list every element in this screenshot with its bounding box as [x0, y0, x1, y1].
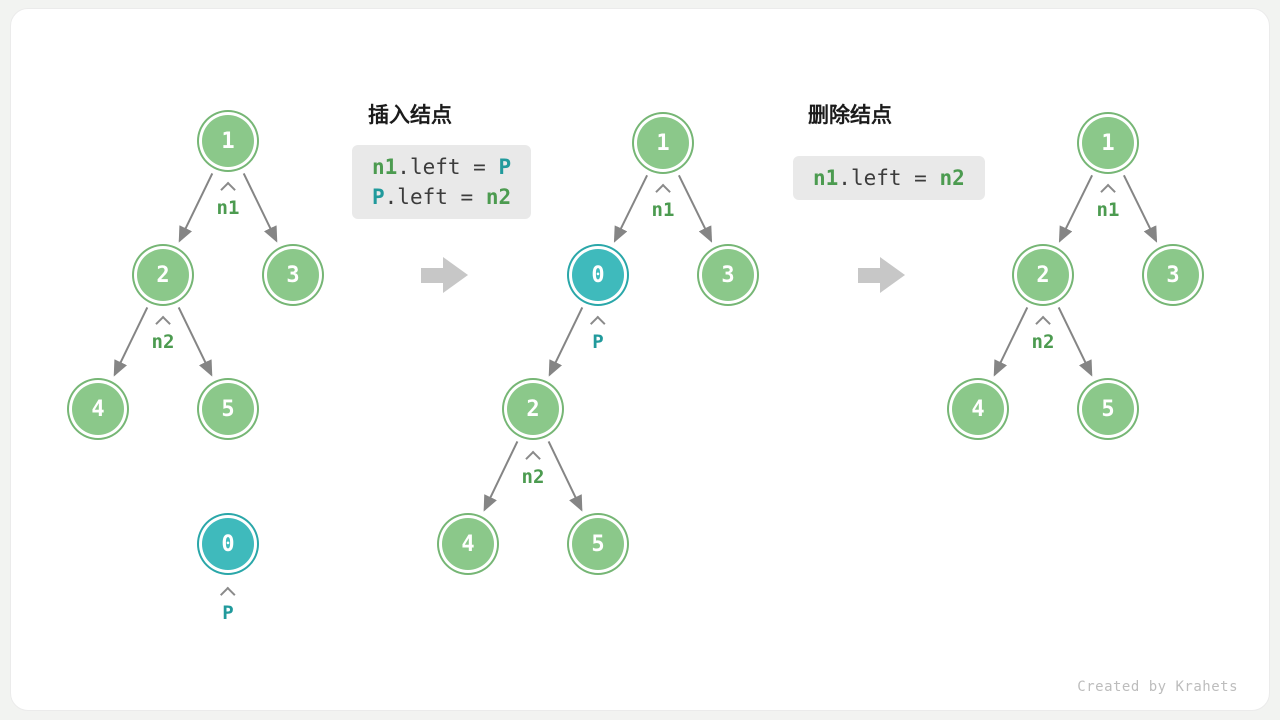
before-node-2: 2 — [137, 249, 189, 301]
code-token-n2: n2 — [485, 185, 512, 209]
up-caret-icon — [590, 315, 606, 332]
delete-code-box: n1.left = n2 — [793, 156, 985, 200]
node-value: 5 — [1101, 396, 1115, 422]
node-value: 2 — [156, 262, 170, 288]
pointer-n2-label: n2 — [521, 466, 545, 488]
code-token-p: P — [498, 155, 512, 179]
up-caret-icon — [155, 315, 171, 332]
code-token-n1: n1 — [813, 166, 839, 190]
node-value: 1 — [1101, 130, 1115, 156]
node-value: 5 — [221, 396, 235, 422]
insert-node-2: 2 — [507, 383, 559, 435]
code-line-insert-1: n1.left = P — [372, 152, 511, 182]
delete-node-1: 1 — [1082, 117, 1134, 169]
node-value: 3 — [1166, 262, 1180, 288]
code-line-insert-2: P.left = n2 — [372, 182, 511, 212]
delete-section-title: 删除结点 — [808, 104, 892, 127]
transition-arrow-icon — [421, 257, 468, 293]
code-token-n1: n1 — [372, 155, 398, 179]
pointer-n1: n1 — [651, 183, 675, 221]
insert-node-4: 4 — [442, 518, 494, 570]
node-value: 4 — [461, 531, 475, 557]
up-caret-icon — [220, 586, 236, 603]
diagram-card — [10, 8, 1270, 711]
pointer-n1: n1 — [1096, 183, 1120, 221]
delete-node-3: 3 — [1147, 249, 1199, 301]
node-value: 3 — [721, 262, 735, 288]
up-caret-icon — [1100, 183, 1116, 200]
delete-node-2: 2 — [1017, 249, 1069, 301]
insert-node-1: 1 — [637, 117, 689, 169]
arrow-shaft — [858, 267, 880, 283]
code-token-plain: .left = — [397, 155, 499, 179]
insert-section-title: 插入结点 — [368, 104, 452, 127]
node-value: 3 — [286, 262, 300, 288]
insert-node-0: 0 — [572, 249, 624, 301]
before-node-0: 0 — [202, 518, 254, 570]
code-token-plain: .left = — [384, 185, 486, 209]
pointer-n2-label: n2 — [151, 331, 175, 353]
code-token-n2: n2 — [939, 166, 965, 190]
up-caret-icon — [525, 450, 541, 467]
insert-node-5: 5 — [572, 518, 624, 570]
pointer-p-label: P — [222, 602, 234, 624]
pointer-n1: n1 — [216, 181, 240, 219]
code-token-plain: .left = — [838, 166, 940, 190]
pointer-n2: n2 — [1031, 315, 1055, 353]
pointer-n1-label: n1 — [1096, 199, 1120, 221]
delete-node-4: 4 — [952, 383, 1004, 435]
node-value: 0 — [591, 262, 605, 288]
insert-code-box: n1.left = P P.left = n2 — [352, 145, 532, 219]
pointer-p: P — [590, 315, 606, 353]
node-value: 1 — [656, 130, 670, 156]
arrow-shaft — [421, 267, 443, 283]
pointer-n2-label: n2 — [1031, 331, 1055, 353]
up-caret-icon — [1035, 315, 1051, 332]
pointer-n2: n2 — [521, 450, 545, 488]
arrow-head — [880, 257, 905, 293]
watermark: Created by Krahets — [1077, 679, 1238, 695]
up-caret-icon — [655, 183, 671, 200]
node-value: 0 — [221, 531, 235, 557]
pointer-n2: n2 — [151, 315, 175, 353]
insert-node-3: 3 — [702, 249, 754, 301]
transition-arrow-icon — [858, 257, 905, 293]
node-value: 4 — [91, 396, 105, 422]
node-value: 5 — [591, 531, 605, 557]
before-node-4: 4 — [72, 383, 124, 435]
up-caret-icon — [220, 181, 236, 198]
before-node-5: 5 — [202, 383, 254, 435]
code-line-delete-1: n1.left = n2 — [813, 163, 965, 193]
node-value: 2 — [1036, 262, 1050, 288]
before-node-1: 1 — [202, 115, 254, 167]
pointer-n1-label: n1 — [216, 197, 240, 219]
pointer-p-label: P — [592, 331, 604, 353]
node-value: 1 — [221, 128, 235, 154]
arrow-head — [443, 257, 468, 293]
code-token-p: P — [372, 185, 385, 209]
before-node-3: 3 — [267, 249, 319, 301]
node-value: 2 — [526, 396, 540, 422]
pointer-p: P — [220, 586, 236, 624]
delete-node-5: 5 — [1082, 383, 1134, 435]
node-value: 4 — [971, 396, 985, 422]
pointer-n1-label: n1 — [651, 199, 675, 221]
